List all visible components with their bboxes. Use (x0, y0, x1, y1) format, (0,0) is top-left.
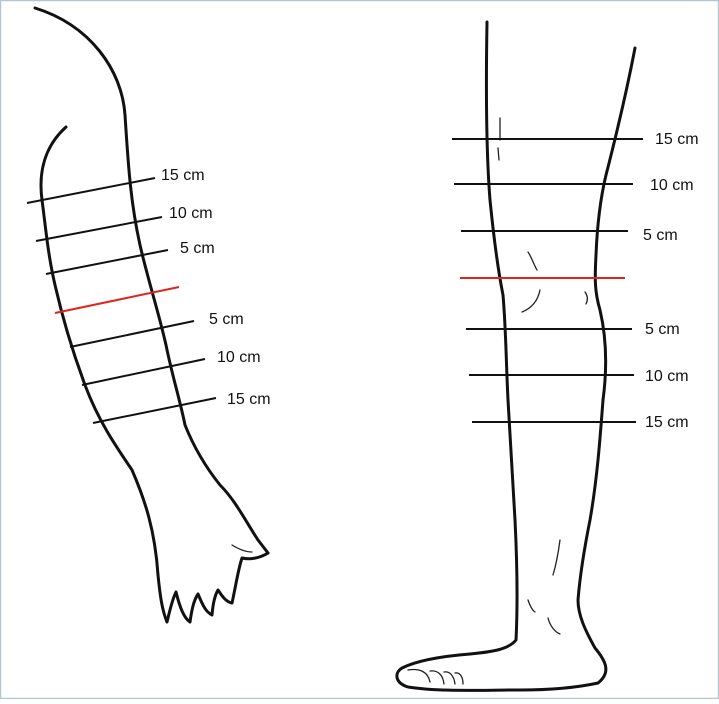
arm-line-15cm-below (93, 398, 216, 423)
knee-mark-lower (522, 290, 540, 312)
arm-line-5cm-above (46, 250, 168, 274)
arm-outer-contour (35, 8, 268, 553)
arm-line-5cm-below (70, 321, 194, 347)
arm-inner-contour (41, 127, 158, 575)
ankle-mark-1 (553, 540, 560, 575)
leg-label-10cm-above: 10 cm (650, 177, 694, 194)
leg-left-contour (470, 22, 517, 654)
hand-outline (158, 553, 268, 622)
arm-label-5cm-below: 5 cm (209, 311, 244, 328)
toe-1 (408, 670, 430, 683)
toe-4 (455, 673, 463, 684)
toe-2 (430, 671, 444, 684)
leg-label-5cm-below: 5 cm (645, 321, 680, 338)
thumb-crease (232, 545, 252, 552)
arm-drawing: 15 cm 10 cm 5 cm 5 cm 10 cm 15 cm (27, 8, 271, 622)
knee-mark-side (585, 292, 587, 304)
leg-label-10cm-below: 10 cm (645, 368, 689, 385)
arm-label-10cm-below: 10 cm (217, 349, 261, 366)
arm-line-15cm-above (27, 178, 155, 203)
arm-label-5cm-above: 5 cm (180, 240, 215, 257)
arm-label-10cm-above: 10 cm (169, 205, 213, 222)
toe-3 (444, 672, 455, 684)
arm-label-15cm-above: 15 cm (161, 167, 205, 184)
ankle-mark-3 (528, 600, 535, 612)
leg-label-15cm-above: 15 cm (655, 131, 699, 148)
ankle-mark-2 (548, 618, 560, 634)
arm-line-10cm-below (82, 359, 205, 385)
leg-drawing: 15 cm 10 cm 5 cm 5 cm 10 cm 15 cm (397, 22, 699, 690)
arm-label-15cm-below: 15 cm (227, 391, 271, 408)
leg-right-contour (578, 48, 635, 683)
arm-reference-line (55, 287, 179, 313)
arm-line-10cm-above (36, 217, 162, 241)
leg-label-15cm-below: 15 cm (645, 414, 689, 431)
knee-mark-upper (528, 252, 537, 270)
foot-outline (397, 654, 598, 690)
leg-label-5cm-above: 5 cm (643, 227, 678, 244)
